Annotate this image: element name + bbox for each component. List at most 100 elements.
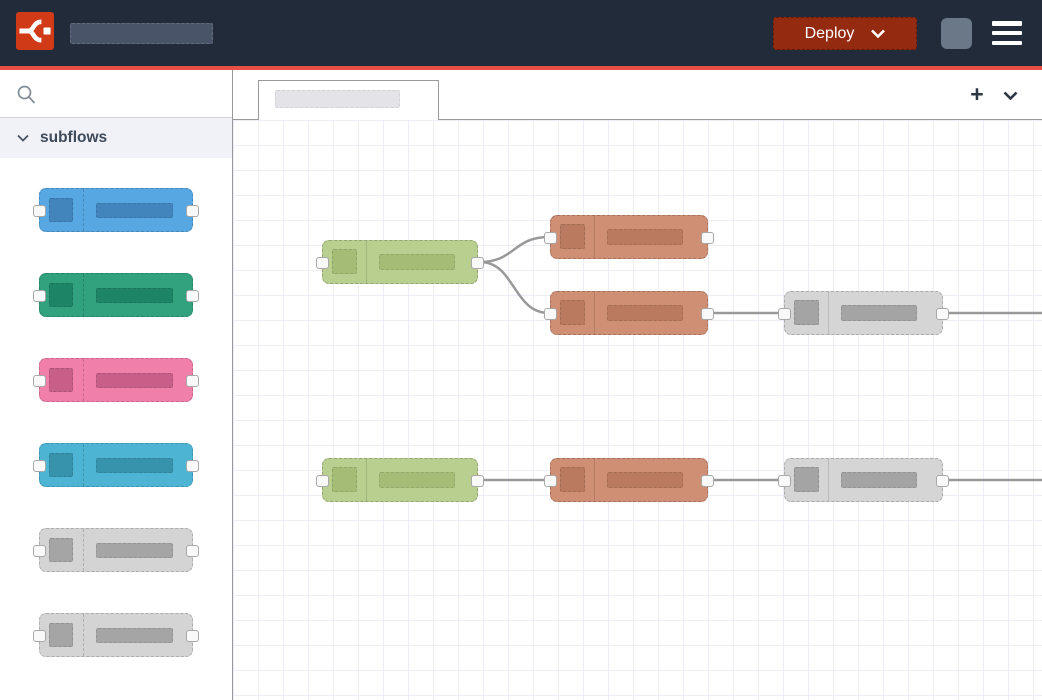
palette-node-pink[interactable] bbox=[33, 358, 199, 402]
chevron-down-icon bbox=[871, 29, 886, 38]
flow-node-green[interactable] bbox=[316, 458, 484, 502]
node-icon-placeholder bbox=[332, 467, 357, 492]
main-menu-button[interactable] bbox=[992, 21, 1022, 45]
output-port[interactable] bbox=[701, 232, 714, 244]
palette-section-subflows[interactable]: subflows bbox=[0, 118, 232, 158]
node-icon-divider bbox=[828, 459, 829, 501]
node-port-right bbox=[186, 545, 199, 557]
add-flow-button[interactable]: + bbox=[963, 78, 991, 110]
node-label-skeleton bbox=[96, 543, 173, 558]
node-icon-divider bbox=[366, 241, 367, 283]
node-label-skeleton bbox=[607, 472, 683, 488]
node-label-skeleton bbox=[96, 628, 173, 643]
app-title-skeleton bbox=[70, 23, 213, 44]
node-label-skeleton bbox=[379, 472, 455, 488]
node-icon-placeholder bbox=[560, 467, 585, 492]
node-icon-divider bbox=[83, 359, 84, 401]
node-icon-divider bbox=[594, 459, 595, 501]
deploy-button[interactable]: Deploy bbox=[773, 17, 917, 50]
flow-node-gray[interactable] bbox=[778, 458, 949, 502]
node-label-skeleton bbox=[96, 458, 173, 473]
node-icon-placeholder bbox=[49, 283, 73, 307]
tab-label-skeleton bbox=[275, 90, 400, 108]
header-accent-line bbox=[0, 66, 1042, 70]
output-port[interactable] bbox=[701, 308, 714, 320]
node-icon-divider bbox=[594, 216, 595, 258]
node-icon-divider bbox=[828, 292, 829, 334]
output-port[interactable] bbox=[936, 475, 949, 487]
output-port[interactable] bbox=[936, 308, 949, 320]
input-port[interactable] bbox=[316, 475, 329, 487]
chevron-down-icon bbox=[17, 134, 29, 142]
input-port[interactable] bbox=[544, 232, 557, 244]
node-icon-placeholder bbox=[49, 453, 73, 477]
search-icon bbox=[17, 85, 36, 104]
output-port[interactable] bbox=[701, 475, 714, 487]
node-port-right bbox=[186, 205, 199, 217]
node-port-left bbox=[33, 545, 46, 557]
node-icon-placeholder bbox=[49, 198, 73, 222]
palette-search-box[interactable] bbox=[0, 70, 232, 118]
node-icon-divider bbox=[83, 444, 84, 486]
palette-node-gray-1[interactable] bbox=[33, 528, 199, 572]
palette-sidebar: subflows bbox=[0, 70, 233, 700]
node-port-left bbox=[33, 630, 46, 642]
flow-workspace: + bbox=[233, 70, 1042, 700]
node-icon-divider bbox=[83, 614, 84, 656]
output-port[interactable] bbox=[471, 475, 484, 487]
node-icon-divider bbox=[594, 292, 595, 334]
list-flows-button[interactable] bbox=[997, 84, 1023, 106]
palette-section-label: subflows bbox=[40, 129, 108, 146]
node-icon-placeholder bbox=[49, 538, 73, 562]
input-port[interactable] bbox=[778, 308, 791, 320]
flow-node-green[interactable] bbox=[316, 240, 484, 284]
node-port-left bbox=[33, 290, 46, 302]
node-port-right bbox=[186, 630, 199, 642]
node-icon-placeholder bbox=[794, 300, 819, 325]
wire[interactable] bbox=[478, 260, 551, 315]
node-label-skeleton bbox=[607, 305, 683, 321]
node-port-left bbox=[33, 375, 46, 387]
input-port[interactable] bbox=[544, 475, 557, 487]
deploy-label: Deploy bbox=[804, 24, 855, 42]
node-label-skeleton bbox=[96, 203, 173, 218]
node-icon-placeholder bbox=[560, 300, 585, 325]
active-flow-tab[interactable] bbox=[258, 80, 439, 120]
input-port[interactable] bbox=[544, 308, 557, 320]
palette-node-cyan[interactable] bbox=[33, 443, 199, 487]
flow-node-orange[interactable] bbox=[544, 291, 714, 335]
chevron-down-icon bbox=[1003, 91, 1017, 100]
node-icon-divider bbox=[83, 274, 84, 316]
palette-node-green[interactable] bbox=[33, 273, 199, 317]
user-avatar[interactable] bbox=[941, 18, 972, 49]
output-port[interactable] bbox=[471, 257, 484, 269]
node-port-right bbox=[186, 460, 199, 472]
node-port-left bbox=[33, 460, 46, 472]
node-label-skeleton bbox=[96, 288, 173, 303]
plus-icon: + bbox=[970, 80, 984, 107]
node-icon-divider bbox=[83, 529, 84, 571]
palette-node-blue[interactable] bbox=[33, 188, 199, 232]
canvas-grid[interactable] bbox=[233, 120, 1042, 700]
palette-node-gray-2[interactable] bbox=[33, 613, 199, 657]
flow-node-orange[interactable] bbox=[544, 458, 714, 502]
input-port[interactable] bbox=[778, 475, 791, 487]
node-icon-placeholder bbox=[794, 467, 819, 492]
node-label-skeleton bbox=[841, 472, 917, 488]
node-port-right bbox=[186, 290, 199, 302]
node-icon-placeholder bbox=[49, 623, 73, 647]
wire-layer bbox=[478, 235, 1042, 482]
flow-node-orange[interactable] bbox=[544, 215, 714, 259]
node-label-skeleton bbox=[607, 229, 683, 245]
node-icon-divider bbox=[366, 459, 367, 501]
node-red-logo-icon bbox=[16, 12, 54, 50]
input-port[interactable] bbox=[316, 257, 329, 269]
node-port-right bbox=[186, 375, 199, 387]
flow-node-gray[interactable] bbox=[778, 291, 949, 335]
node-label-skeleton bbox=[841, 305, 917, 321]
node-icon-placeholder bbox=[332, 249, 357, 274]
wire[interactable] bbox=[478, 235, 551, 264]
node-port-left bbox=[33, 205, 46, 217]
node-label-skeleton bbox=[379, 254, 455, 270]
